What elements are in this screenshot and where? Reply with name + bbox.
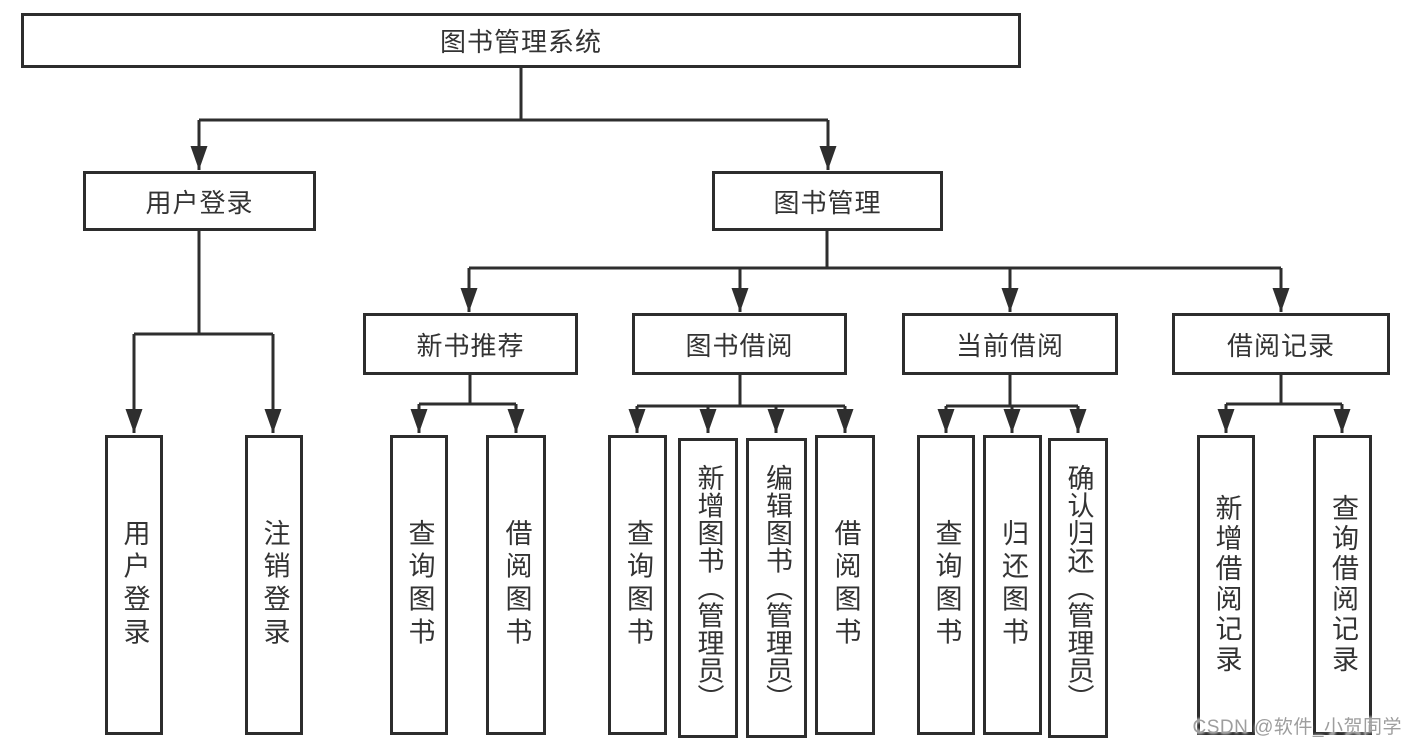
leaf-current-return-books-label: 归还图书 — [998, 519, 1028, 651]
node-user-login: 用户登录 — [83, 171, 316, 231]
leaf-recommend-query-books: 查询图书 — [390, 435, 448, 735]
csdn-watermark: CSDN @软件_小贺同学 — [1192, 717, 1402, 738]
leaf-logout: 注销登录 — [245, 435, 303, 735]
leaf-borrow-add-books-label: 新增图书（管理员） — [693, 464, 724, 712]
node-root-label: 图书管理系统 — [439, 27, 602, 57]
leaf-borrow-edit-books: 编辑图书（管理员） — [746, 438, 807, 738]
node-root: 图书管理系统 — [21, 13, 1021, 68]
leaf-user-login: 用户登录 — [105, 435, 163, 735]
leaf-recommend-borrow-books-label: 借阅图书 — [501, 519, 532, 651]
node-new-book-recommend: 新书推荐 — [363, 313, 578, 375]
node-new-book-recommend-label: 新书推荐 — [416, 330, 525, 361]
leaf-borrow-add-books: 新增图书（管理员） — [678, 438, 738, 738]
leaf-records-add-record-label: 新增借阅记录 — [1211, 494, 1242, 676]
node-book-management: 图书管理 — [712, 171, 943, 231]
leaf-borrow-borrow-books-label: 借阅图书 — [830, 519, 861, 651]
leaf-records-query-record-label: 查询借阅记录 — [1328, 494, 1358, 676]
leaf-borrow-edit-books-label: 编辑图书（管理员） — [762, 464, 792, 712]
node-current-borrow: 当前借阅 — [902, 313, 1118, 375]
node-book-borrow-label: 图书借阅 — [685, 330, 794, 361]
leaf-borrow-borrow-books: 借阅图书 — [815, 435, 875, 735]
node-book-management-label: 图书管理 — [773, 187, 882, 218]
leaf-user-login-label: 用户登录 — [119, 519, 150, 651]
node-current-borrow-label: 当前借阅 — [955, 330, 1064, 361]
leaf-current-confirm-return-label: 确认归还（管理员） — [1063, 464, 1094, 712]
leaf-borrow-query-books-label: 查询图书 — [623, 519, 653, 651]
node-borrow-records: 借阅记录 — [1172, 313, 1390, 375]
node-user-login-label: 用户登录 — [145, 187, 254, 218]
leaf-records-query-record: 查询借阅记录 — [1313, 435, 1372, 735]
leaf-current-confirm-return: 确认归还（管理员） — [1048, 438, 1108, 738]
leaf-recommend-query-books-label: 查询图书 — [404, 519, 435, 651]
node-borrow-records-label: 借阅记录 — [1226, 330, 1335, 361]
node-book-borrow: 图书借阅 — [632, 313, 847, 375]
leaf-records-add-record: 新增借阅记录 — [1197, 435, 1255, 735]
leaf-recommend-borrow-books: 借阅图书 — [486, 435, 546, 735]
leaf-current-return-books: 归还图书 — [983, 435, 1042, 735]
leaf-current-query-books-label: 查询图书 — [931, 519, 962, 651]
leaf-borrow-query-books: 查询图书 — [608, 435, 667, 735]
leaf-current-query-books: 查询图书 — [917, 435, 975, 735]
leaf-logout-label: 注销登录 — [259, 519, 290, 651]
